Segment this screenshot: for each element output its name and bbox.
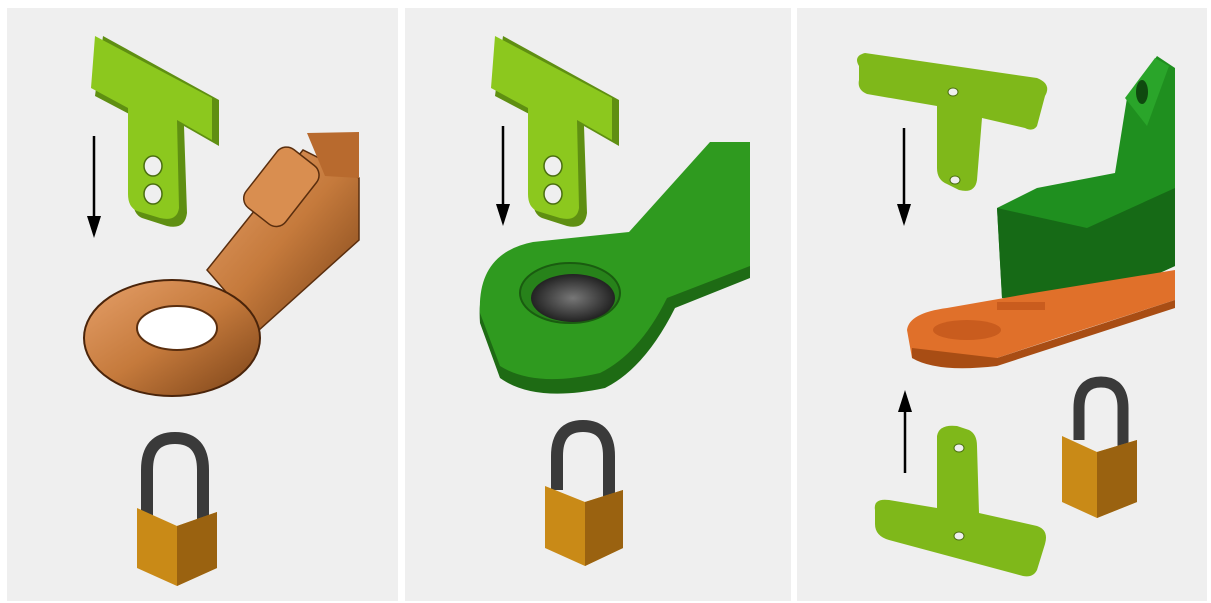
padlock xyxy=(545,426,623,566)
lever-handle xyxy=(480,142,750,394)
panel-1-svg xyxy=(7,8,398,601)
down-arrow xyxy=(87,136,101,238)
eye-bolt xyxy=(84,132,359,396)
panel-bracket-assembly xyxy=(797,8,1207,601)
down-arrow xyxy=(496,126,510,226)
panel-lever-handle xyxy=(405,8,791,601)
lockout-tag xyxy=(91,36,219,227)
down-arrow xyxy=(897,128,911,226)
panel-eye-bolt xyxy=(7,8,398,601)
up-arrow xyxy=(898,390,912,473)
panel-3-svg xyxy=(797,8,1207,601)
panel-2-svg xyxy=(405,8,791,601)
lockout-tag xyxy=(491,36,619,227)
padlock xyxy=(1062,382,1137,518)
lockout-tag-bottom xyxy=(875,426,1046,577)
padlock xyxy=(137,438,217,586)
lockout-tag-top xyxy=(857,53,1047,191)
